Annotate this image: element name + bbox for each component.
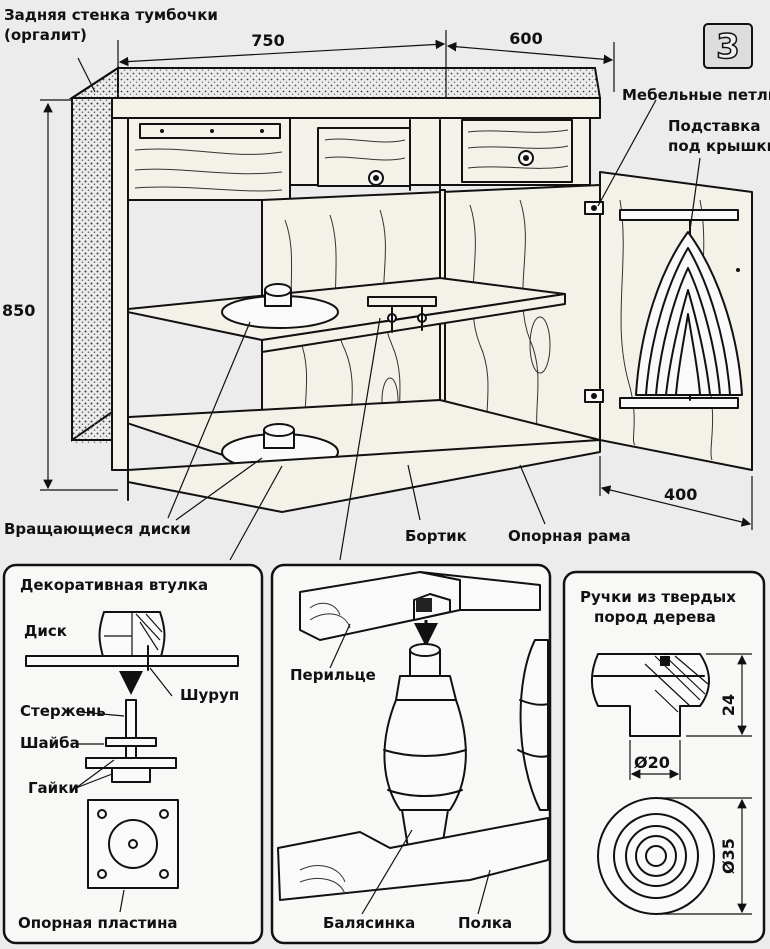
dimension-height: 850 [2,301,35,320]
label-lid-stand-1: Подставка [668,117,760,135]
disc-section [25,655,239,667]
label-hinges: Мебельные петли [622,86,770,104]
label-lid-stand-2: под крышки [668,137,770,155]
washer [105,737,157,747]
label-rod: Стержень [20,702,106,720]
label-rotating-discs: Вращающиеся диски [4,520,191,538]
dimension-depth: 600 [509,29,542,48]
figure-number: 3 [716,27,740,67]
support-frame [127,439,601,513]
nut [111,767,151,783]
label-shelf: Полка [458,914,512,932]
pot-lids [635,231,743,396]
dimension-width: 750 [251,31,284,50]
label-handle-title-2: пород дерева [594,608,716,626]
cabinet-illustration [68,66,753,513]
dimensions: 750 600 850 400 [2,29,753,530]
label-handle-title-1: Ручки из твердых [580,588,736,606]
dim-handle-height: 24 [719,694,738,716]
handle-top-view [597,797,715,915]
rod [125,699,137,761]
label-washer: Шайба [20,734,80,752]
detail-bushing-panel: Декоративная втулка Диск Шуруп Стержень … [2,563,264,945]
label-screw: Шуруп [180,686,239,704]
top-board [111,97,601,119]
label-support-frame: Опорная рама [508,527,631,545]
label-bushing-title: Декоративная втулка [20,576,208,594]
label-nuts: Гайки [28,779,79,797]
dimension-door-width: 400 [664,485,697,504]
dim-handle-diameter: Ø35 [719,838,738,874]
handle-side-view [591,653,710,737]
leader-lines [77,57,701,561]
lid-stand-bottom-bar [619,397,739,409]
label-base-plate: Опорная пластина [18,914,178,932]
detail-railing-panel: Перильце Балясинка Полка [270,563,552,945]
plate-section [85,757,177,769]
detail-handle-panel: Ручки из твердых пород дерева 24 Ø20 [562,570,766,944]
label-rail: Перильце [290,666,376,684]
dim-neck-diameter: Ø20 [634,753,670,772]
label-disc: Диск [24,622,67,640]
shelf-section [277,817,549,901]
railing [367,296,437,307]
label-back-wall: Задняя стенка тумбочки [4,6,218,24]
label-baluster: Балясинка [323,914,415,932]
label-back-wall-material: (оргалит) [4,26,87,44]
lid-stand-top-bar [619,209,739,221]
label-rim: Бортик [405,527,467,545]
